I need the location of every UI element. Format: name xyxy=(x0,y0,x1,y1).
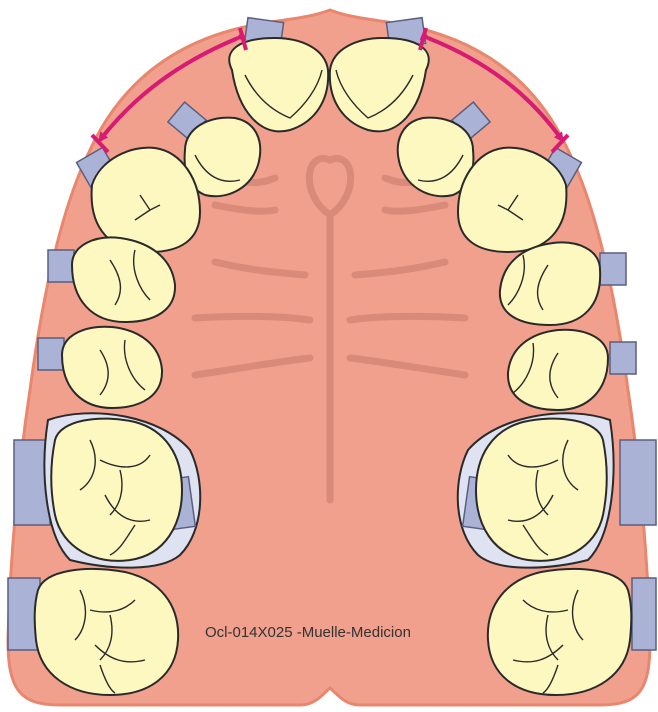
tooth-canine-right xyxy=(458,148,566,252)
tooth-molar-1-right xyxy=(476,419,607,561)
tooth-molar-2-left xyxy=(35,569,178,695)
tooth-molar-1-left xyxy=(51,419,182,561)
tooth-canine-left xyxy=(92,148,200,252)
figure-caption: Ocl-014X025 -Muelle-Medicion xyxy=(205,624,505,641)
tooth-molar-2-right xyxy=(488,569,631,695)
